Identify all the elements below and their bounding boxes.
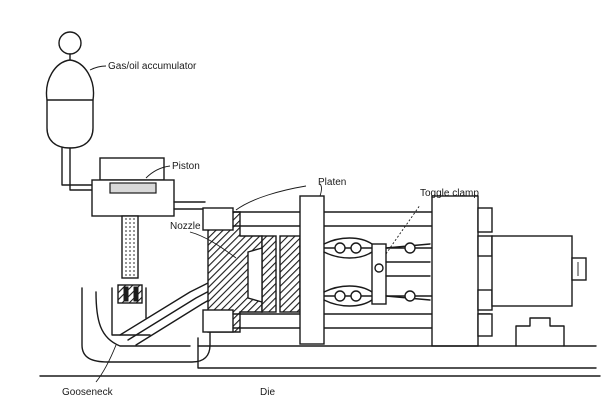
labels: Gas/oil accumulator Piston Platen Toggle… xyxy=(62,61,479,398)
label-gooseneck: Gooseneck xyxy=(62,387,114,398)
machine-base xyxy=(39,317,601,377)
label-die: Die xyxy=(260,387,275,398)
injection-cylinder xyxy=(91,157,206,279)
die xyxy=(207,211,301,333)
moving-platen xyxy=(299,195,325,345)
clamp-cylinder xyxy=(491,235,587,307)
label-toggle-clamp: Toggle clamp xyxy=(420,188,479,199)
rear-platen xyxy=(431,195,493,347)
label-nozzle: Nozzle xyxy=(170,221,201,232)
label-accumulator: Gas/oil accumulator xyxy=(108,61,197,72)
leader-lines xyxy=(89,65,421,383)
gas-oil-accumulator xyxy=(45,31,101,191)
label-piston: Piston xyxy=(172,161,200,172)
label-platen: Platen xyxy=(318,177,346,188)
toggle-clamp xyxy=(323,237,431,307)
